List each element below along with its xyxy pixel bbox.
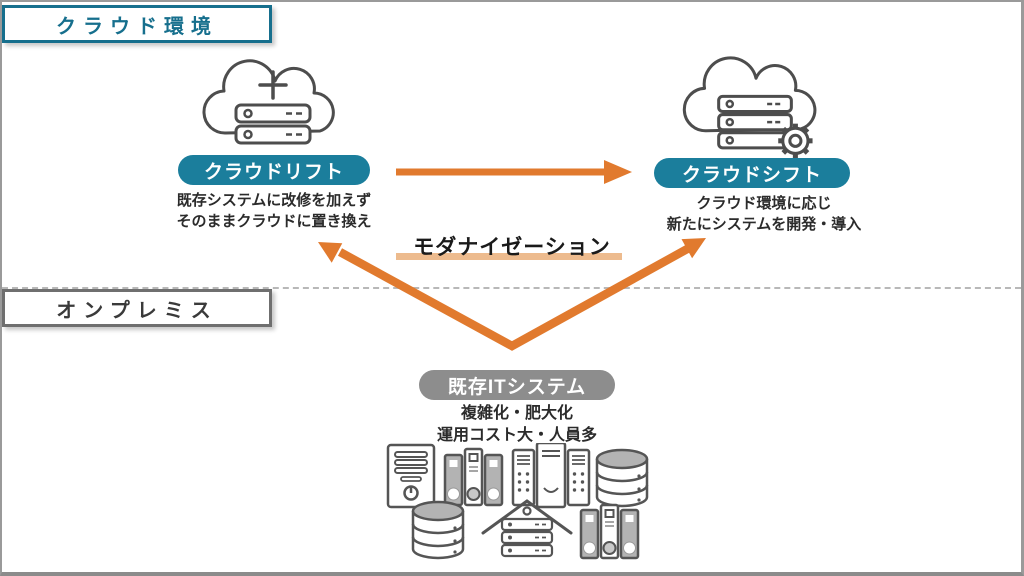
existing-system-desc-line2: 運用コスト大・人員多 [436, 427, 597, 445]
cloud-lift-desc-line2: そのままクラウドに置き換え [176, 213, 372, 230]
onprem-zone-label-box: オンプレミス [2, 289, 272, 327]
existing-system-badge: 既存ITシステム [419, 370, 615, 400]
cloud-shift-desc-line1: クラウド環境に応じ [696, 195, 832, 212]
v-arrowhead-right [681, 238, 706, 259]
cloud-shift-label: クラウドシフト [681, 164, 822, 186]
cloud-lift-description: 既存システムに改修を加えず そのままクラウドに置き換え [150, 190, 398, 232]
existing-system-description: 複雑化・肥大化 運用コスト大・人員多 [390, 403, 644, 448]
plus-icon [258, 70, 288, 100]
cloud-lift-label: クラウドリフト [203, 161, 344, 183]
database-icon [411, 500, 465, 560]
modernization-label: モダナイゼーション [413, 236, 611, 259]
existing-system-desc-line1: 複雑化・肥大化 [460, 405, 573, 422]
cloud-lift-badge: クラウドリフト [178, 155, 370, 185]
cloud-lift-desc-line1: 既存システムに改修を加えず [176, 192, 372, 209]
cloud-shift-badge: クラウドシフト [654, 158, 850, 188]
mainframe-icon [511, 443, 591, 509]
server-house-icon [481, 499, 573, 558]
v-arrowhead-left [318, 242, 343, 263]
cloud-shift-icon [682, 56, 817, 158]
modernization-v-arrow-lines [337, 244, 692, 351]
server-bars-icon [234, 103, 312, 145]
cloud-zone-label: クラウド環境 [56, 15, 218, 38]
onprem-zone-label: オンプレミス [56, 299, 218, 322]
cloud-shift-desc-line2: 新たにシステムを開発・導入 [666, 216, 862, 233]
tower-server-icon [386, 443, 436, 509]
rack-servers-icon [443, 447, 504, 507]
existing-systems-icons [386, 443, 649, 560]
existing-system-label: 既存ITシステム [447, 376, 587, 398]
database-icon [595, 448, 649, 508]
gear-icon [778, 123, 813, 158]
lift-to-shift-arrowhead [604, 160, 632, 184]
rack-servers-icon [579, 503, 640, 560]
cloud-zone-label-box: クラウド環境 [2, 5, 272, 43]
cloud-lift-icon [202, 59, 335, 145]
server-stack-icon [717, 94, 793, 150]
cloud-shift-description: クラウド環境に応じ 新たにシステムを開発・導入 [638, 193, 890, 235]
